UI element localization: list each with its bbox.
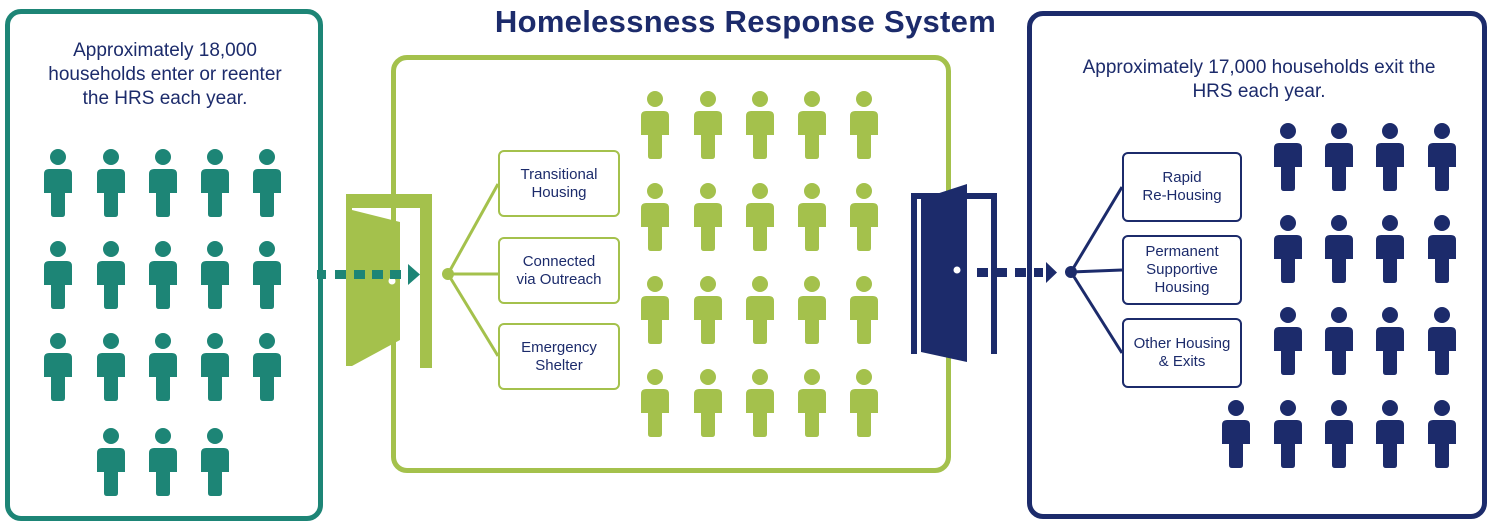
person-icon xyxy=(201,333,229,401)
person-icon xyxy=(97,428,125,496)
person-icon xyxy=(1325,215,1353,283)
person-icon xyxy=(798,91,826,159)
person-icon xyxy=(1274,215,1302,283)
arrow-right-icon xyxy=(977,262,1057,283)
person-icon xyxy=(149,333,177,401)
person-icon xyxy=(97,149,125,217)
person-icon xyxy=(253,333,281,401)
person-icon xyxy=(1428,123,1456,191)
door-icon xyxy=(911,184,997,362)
person-icon xyxy=(1274,400,1302,468)
exit-description: Approximately 17,000 households exit the… xyxy=(1082,57,1436,102)
arrow-right-icon xyxy=(317,264,420,285)
person-icon xyxy=(97,241,125,309)
person-icon xyxy=(850,91,878,159)
exit-connector xyxy=(1069,186,1124,354)
program-label: Connected via Outreach xyxy=(516,252,602,288)
door-icon xyxy=(346,194,432,368)
person-icon xyxy=(1325,400,1353,468)
people-group xyxy=(44,91,1456,496)
connector-node xyxy=(1065,266,1077,278)
person-icon xyxy=(44,333,72,401)
person-icon xyxy=(1222,400,1250,468)
program-box-emergency-shelter: Emergency Shelter xyxy=(498,323,620,390)
person-icon xyxy=(798,369,826,437)
person-icon xyxy=(1428,215,1456,283)
person-icon xyxy=(149,428,177,496)
program-connector xyxy=(446,183,500,357)
entry-description: Approximately 18,000 households enter or… xyxy=(48,40,282,109)
person-icon xyxy=(694,91,722,159)
person-icon xyxy=(641,183,669,251)
person-icon xyxy=(1325,123,1353,191)
person-icon xyxy=(253,149,281,217)
program-box-outreach: Connected via Outreach xyxy=(498,237,620,304)
person-icon xyxy=(201,428,229,496)
program-box-transitional-housing: Transitional Housing xyxy=(498,150,620,217)
person-icon xyxy=(798,183,826,251)
person-icon xyxy=(149,241,177,309)
person-icon xyxy=(1428,307,1456,375)
person-icon xyxy=(1376,307,1404,375)
person-icon xyxy=(1274,307,1302,375)
program-label: Emergency Shelter xyxy=(521,338,597,374)
exit-box-other-housing: Other Housing & Exits xyxy=(1122,318,1242,388)
person-icon xyxy=(694,369,722,437)
exit-box-rapid-rehousing: Rapid Re-Housing xyxy=(1122,152,1242,222)
person-icon xyxy=(850,369,878,437)
person-icon xyxy=(641,369,669,437)
person-icon xyxy=(201,241,229,309)
person-icon xyxy=(746,91,774,159)
exit-label: Rapid Re-Housing xyxy=(1142,169,1222,204)
person-icon xyxy=(97,333,125,401)
person-icon xyxy=(641,276,669,344)
person-icon xyxy=(1274,123,1302,191)
person-icon xyxy=(1428,400,1456,468)
exit-label: Other Housing & Exits xyxy=(1133,335,1231,370)
person-icon xyxy=(1376,123,1404,191)
person-icon xyxy=(850,276,878,344)
person-icon xyxy=(746,183,774,251)
program-label: Transitional Housing xyxy=(520,165,598,201)
person-icon xyxy=(1376,400,1404,468)
person-icon xyxy=(850,183,878,251)
exit-panel xyxy=(1027,11,1487,519)
person-icon xyxy=(149,149,177,217)
connector-node xyxy=(442,268,454,280)
person-icon xyxy=(746,276,774,344)
person-icon xyxy=(694,183,722,251)
person-icon xyxy=(44,241,72,309)
person-icon xyxy=(253,241,281,309)
person-icon xyxy=(201,149,229,217)
exit-label: Permanent Supportive Housing xyxy=(1145,243,1219,296)
person-icon xyxy=(641,91,669,159)
person-icon xyxy=(44,149,72,217)
person-icon xyxy=(746,369,774,437)
person-icon xyxy=(694,276,722,344)
person-icon xyxy=(1325,307,1353,375)
entry-panel xyxy=(5,9,323,521)
person-icon xyxy=(798,276,826,344)
exit-box-permanent-supportive-housing: Permanent Supportive Housing xyxy=(1122,235,1242,305)
person-icon xyxy=(1376,215,1404,283)
